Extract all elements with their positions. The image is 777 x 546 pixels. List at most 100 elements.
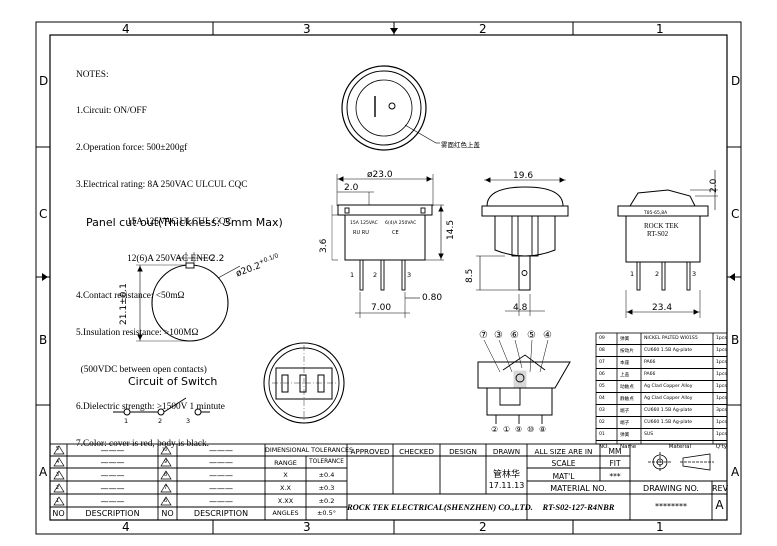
panel-dim-notch: 2.2 xyxy=(210,254,225,264)
circuit-pin-1: 1 xyxy=(124,417,129,425)
projection-symbol xyxy=(648,452,714,472)
balloon-8: ⑧ xyxy=(539,425,547,434)
rev-tri-5: 5 xyxy=(56,446,60,452)
rev-desc: ——— xyxy=(209,471,233,480)
front-label-rating2: 6(4)A 250VAC xyxy=(385,221,417,226)
bom-grid xyxy=(595,332,728,445)
tol-value: ±0.5° xyxy=(316,509,337,517)
material-no-label: MATERIAL NO. xyxy=(550,484,607,493)
panel-cutout-title: Panel cut out(Thickness: 3mm Max) xyxy=(86,216,283,229)
circuit-pin-3: 3 xyxy=(186,417,191,425)
right-pin-3: 3 xyxy=(692,270,697,278)
front-pin-2: 2 xyxy=(373,271,378,279)
rev-desc-header-2: DESCRIPTION xyxy=(193,509,249,518)
rev-tri-3: 3 xyxy=(56,472,60,478)
note-line: 3.Electrical rating: 8A 250VAC ULCUL CQC xyxy=(76,180,248,191)
zone-col-4: 4 xyxy=(122,22,130,36)
front-label-cert: RU RU xyxy=(353,230,369,236)
part-number: RT-S02-127-R4NBR xyxy=(542,502,615,512)
rev-triangles xyxy=(53,445,172,506)
right-dim-rocker: 2.0 xyxy=(709,178,719,193)
right-dim-width: 23.4 xyxy=(652,303,673,313)
bottom-view xyxy=(263,342,345,424)
right-view xyxy=(617,170,718,318)
rev-desc: ——— xyxy=(209,497,233,506)
zone-row-b-right: B xyxy=(731,333,740,347)
top-view xyxy=(341,65,440,151)
note-line: 12(6)A 250VAC ENEC xyxy=(76,254,215,265)
drawn-label: DRAWN xyxy=(492,447,521,456)
notes-block: NOTES: 1.Circuit: ON/OFF 2.Operation for… xyxy=(76,44,247,462)
tol-value: ±0.2 xyxy=(318,497,335,505)
rev-tri-4: 4 xyxy=(56,459,60,465)
section-view xyxy=(477,339,571,424)
note-line: 4.Contact resistance: <50mΩ xyxy=(76,290,185,301)
balloon-6: ⑥ xyxy=(510,330,519,341)
zone-row-c-right: C xyxy=(731,207,740,221)
tolerance-header: TOLERANCE xyxy=(309,459,344,465)
circuit-schematic xyxy=(113,397,210,416)
panel-dim-width: 21.1±0.1 xyxy=(119,283,129,325)
unit-value: MM xyxy=(608,447,622,456)
rev-value: A xyxy=(715,498,724,512)
rev-no-header: NO xyxy=(52,509,65,518)
rev-tri-10: 10 xyxy=(162,447,168,452)
zone-row-b: B xyxy=(39,333,48,347)
zone-col-1: 1 xyxy=(656,22,664,36)
notes-title: NOTES: xyxy=(76,69,109,80)
right-tag: T85-65,8A xyxy=(644,211,668,216)
matl-label: MAT'L xyxy=(552,472,575,481)
right-pin-2: 2 xyxy=(655,270,660,278)
drawing-number: ******** xyxy=(655,502,687,511)
rev-tri-1: 1 xyxy=(56,498,60,504)
zone-col-3: 3 xyxy=(303,22,311,36)
balloon-5: ⑤ xyxy=(527,330,536,341)
top-view-callout: 雾面红色上盖 xyxy=(441,141,480,149)
rev-desc: ——— xyxy=(100,458,125,467)
tol-value: ±0.3 xyxy=(318,484,335,492)
balloon-3: ③ xyxy=(494,330,503,341)
tol-range: X.XX xyxy=(277,497,294,505)
zone-row-a: A xyxy=(39,465,48,479)
side-dim-top: 19.6 xyxy=(513,171,534,181)
tol-value: ±0.4 xyxy=(318,471,335,479)
front-dim-offset: 2.0 xyxy=(344,183,359,193)
tol-range: X xyxy=(283,471,288,479)
note-line: 2.Operation force: 500±200gf xyxy=(76,143,188,154)
rev-desc-header: DESCRIPTION xyxy=(85,509,140,518)
zone-col-2-bottom: 2 xyxy=(479,520,487,534)
range-header: RANGE xyxy=(274,459,297,467)
zone-col-4-bottom: 4 xyxy=(122,520,130,534)
tol-range: X.X xyxy=(280,484,291,492)
zone-col-3-bottom: 3 xyxy=(303,520,311,534)
front-dim-flange: 3.6 xyxy=(319,238,329,253)
front-view xyxy=(331,174,444,318)
balloon-4: ④ xyxy=(543,330,552,341)
balloon-10: ⑩ xyxy=(527,425,535,434)
zone-row-d: D xyxy=(39,74,49,88)
note-line: 7.Color: cover is red, body is black. xyxy=(76,438,209,449)
rev-label: REV xyxy=(712,484,729,493)
rev-no-header-2: NO xyxy=(161,509,174,518)
side-dim-terminal: 8.5 xyxy=(465,268,475,283)
rev-tri-8: 8 xyxy=(164,472,168,478)
rev-desc: ——— xyxy=(100,446,125,455)
front-label-rating1: 15A 125VAC xyxy=(350,221,378,226)
drawing-no-label: DRAWING NO. xyxy=(643,484,699,493)
zone-row-a-right: A xyxy=(731,465,740,479)
front-dim-body: 14.5 xyxy=(446,219,456,240)
rev-desc: ——— xyxy=(100,484,125,493)
zone-row-d-right: D xyxy=(731,74,741,88)
dim-tol-header: DIMENSIONAL TOLERANCES xyxy=(265,447,353,454)
front-dim-pitch: 7.00 xyxy=(371,303,392,313)
